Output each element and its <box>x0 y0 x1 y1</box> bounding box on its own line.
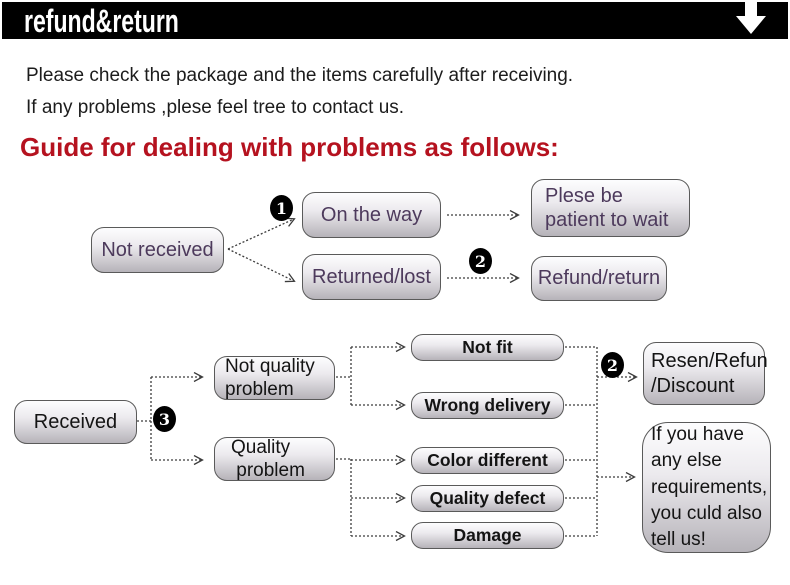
down-arrow-icon <box>736 2 766 34</box>
guide-heading: Guide for dealing with problems as follo… <box>20 132 559 162</box>
node-resend-refund-discount: Resen/Refun /Discount <box>643 342 768 405</box>
node-damage: Damage <box>411 522 564 549</box>
node-on-the-way: On the way <box>302 192 441 238</box>
node-not-fit: Not fit <box>411 334 564 361</box>
banner: refund&return <box>2 2 788 39</box>
banner-title: refund&return <box>24 3 179 39</box>
node-not-quality-problem: Not quality problem <box>214 356 335 400</box>
node-please-wait: Plese be patient to wait <box>531 179 690 237</box>
badge-2-flow2: 2 <box>601 352 624 378</box>
node-color-different: Color different <box>411 447 564 474</box>
intro-line-2: If any problems ,plese feel tree to cont… <box>26 97 405 118</box>
badge-1: 1 <box>270 195 293 221</box>
node-not-received: Not received <box>91 227 224 273</box>
node-received: Received <box>14 400 137 444</box>
node-returned-lost: Returned/lost <box>302 254 441 300</box>
node-refund-return: Refund/return <box>531 256 667 301</box>
badge-2-flow1: 2 <box>469 248 492 274</box>
intro-line-1: Please check the package and the items c… <box>26 65 574 86</box>
node-quality-problem: Quality problem <box>214 437 335 481</box>
node-quality-defect: Quality defect <box>411 485 564 512</box>
badge-3: 3 <box>153 406 176 432</box>
node-other-requirements: If you have any else requirements, you c… <box>642 422 771 553</box>
node-wrong-delivery: Wrong delivery <box>411 392 564 419</box>
